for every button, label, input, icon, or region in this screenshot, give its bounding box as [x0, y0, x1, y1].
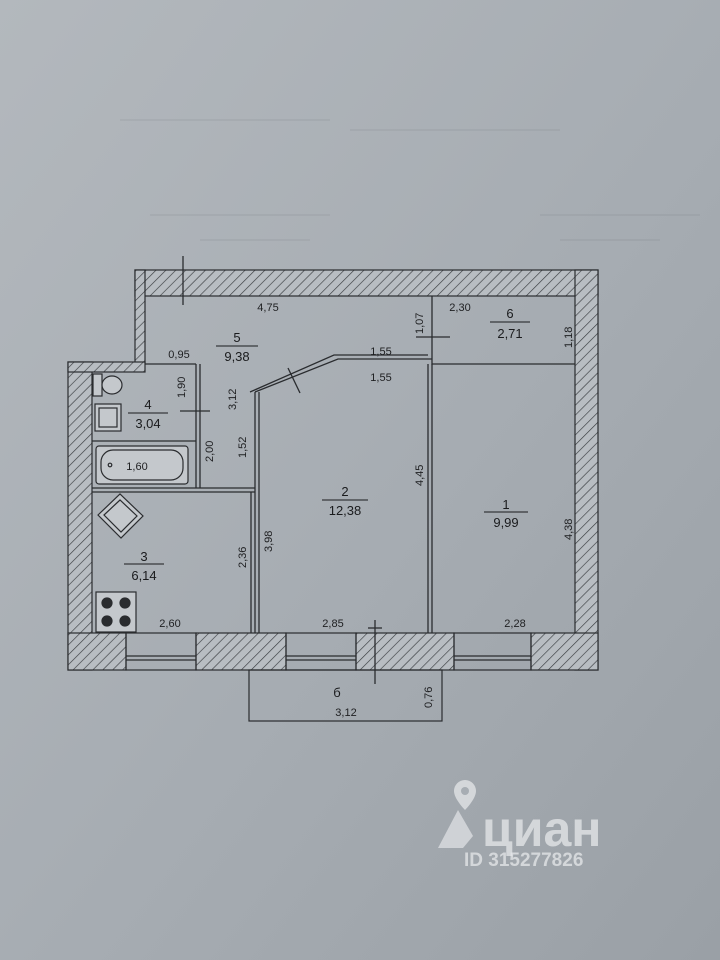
room-4-number: 4	[144, 397, 151, 412]
room-4-label: 4 3,04	[128, 397, 168, 431]
dim-hall-left: 0,95	[168, 349, 189, 361]
room-6-label: 6 2,71	[490, 306, 530, 341]
kitchen-sink-icon	[97, 493, 144, 539]
dim-kitchen-bottom: 2,60	[159, 618, 180, 630]
room-5-number: 5	[233, 330, 240, 345]
walls	[67, 269, 599, 671]
sink-icon	[94, 403, 122, 432]
watermark-id: ID 315277826	[464, 850, 583, 871]
dim-hall-low: 1,52	[237, 437, 249, 458]
dim-bath-low: 2,00	[204, 441, 216, 462]
wc-icon	[92, 373, 123, 397]
dim-room2-right: 4,45	[414, 465, 426, 486]
dim-hall-vertical: 3,12	[227, 389, 239, 410]
room-6-number: 6	[506, 306, 513, 321]
dim-corridor-bottom: 1,55	[370, 372, 391, 384]
room-2-area: 12,38	[329, 503, 362, 518]
room-6-area: 2,71	[497, 326, 522, 341]
room-3-area: 6,14	[131, 568, 156, 583]
dim-room2-bottom: 2,85	[322, 618, 343, 630]
dim-room1-right: 4,38	[563, 519, 575, 540]
room-4-area: 3,04	[135, 416, 160, 431]
dim-door-gap: 1,07	[414, 313, 426, 334]
dim-room2-left: 3,98	[263, 531, 275, 552]
stove-icon	[95, 591, 137, 633]
room-1-label: 1 9,99	[484, 497, 528, 530]
dim-bath-right: 1,90	[176, 377, 188, 398]
room-5-label: 5 9,38	[216, 330, 258, 364]
balcony-length: 3,12	[335, 707, 356, 719]
location-pin-icon	[438, 780, 476, 848]
dimensions: 4,75 0,95 3,12 1,55 1,55 1,07 2,30 1,18 …	[126, 302, 575, 630]
partitions	[92, 296, 575, 684]
room-3-number: 3	[140, 549, 147, 564]
bathtub-icon	[95, 445, 189, 485]
room-1-area: 9,99	[493, 515, 518, 530]
dim-room1-bottom: 2,28	[504, 618, 525, 630]
dim-bathtub: 1,60	[126, 461, 147, 473]
dim-corridor-top: 1,55	[370, 346, 391, 358]
room-5-area: 9,38	[224, 349, 249, 364]
balcony-label: б	[333, 685, 340, 700]
dim-pantry-top: 2,30	[449, 302, 470, 314]
dim-kitchen-right: 2,36	[237, 547, 249, 568]
balcony-depth: 0,76	[423, 687, 435, 708]
cian-watermark: циан ID 315277826	[438, 780, 601, 871]
room-1-number: 1	[502, 497, 509, 512]
show-through-text	[120, 119, 700, 241]
balcony-outline	[248, 669, 443, 722]
watermark-brand: циан	[482, 801, 601, 857]
dim-hall-top: 4,75	[257, 302, 278, 314]
dim-pantry-right: 1,18	[563, 327, 575, 348]
room-3-label: 3 6,14	[124, 549, 164, 583]
room-2-label: 2 12,38	[322, 484, 368, 518]
room-2-number: 2	[341, 484, 348, 499]
